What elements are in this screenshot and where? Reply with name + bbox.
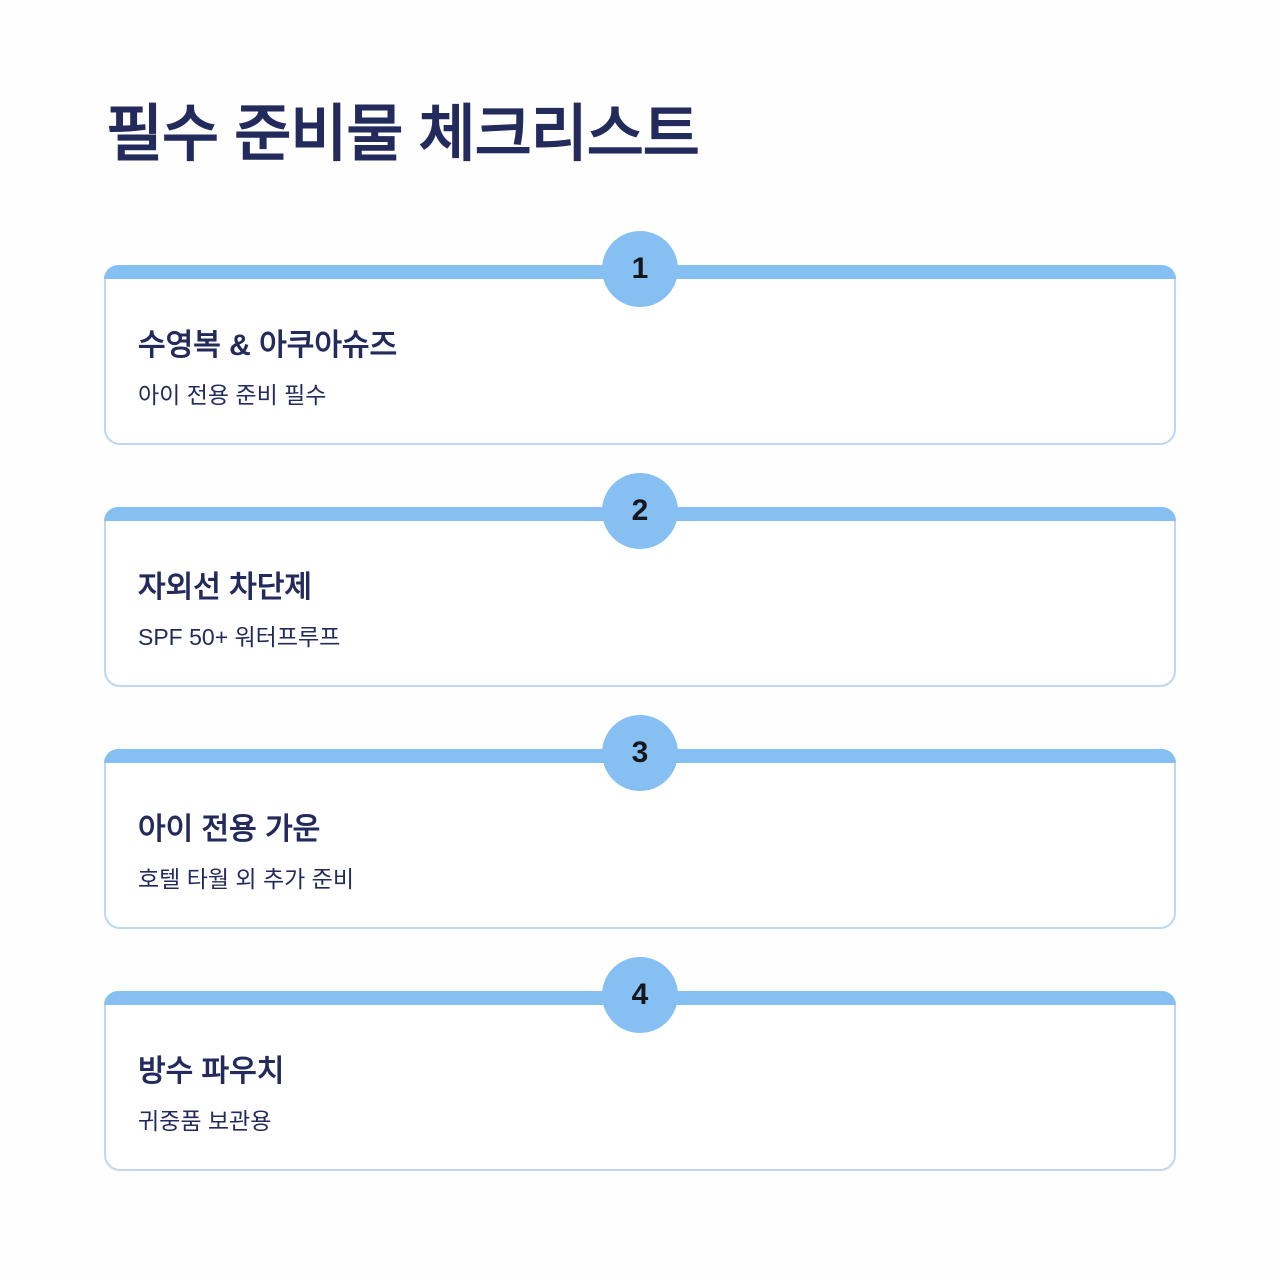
card-content: 수영복 & 아쿠아슈즈 아이 전용 준비 필수 bbox=[106, 267, 1174, 409]
card-content: 자외선 차단제 SPF 50+ 워터프루프 bbox=[106, 509, 1174, 651]
checklist-card-4: 4 방수 파우치 귀중품 보관용 bbox=[104, 957, 1176, 1171]
card-title: 자외선 차단제 bbox=[138, 571, 312, 604]
step-number-badge: 4 bbox=[602, 957, 678, 1033]
card-title: 방수 파우치 bbox=[138, 1055, 285, 1088]
step-number-badge: 2 bbox=[602, 473, 678, 549]
card-subtitle: 귀중품 보관용 bbox=[138, 1107, 272, 1134]
step-number-badge: 3 bbox=[602, 715, 678, 791]
card-subtitle: SPF 50+ 워터프루프 bbox=[138, 623, 341, 650]
step-number-badge: 1 bbox=[602, 231, 678, 307]
card-title: 아이 전용 가운 bbox=[138, 813, 321, 846]
card-title: 수영복 & 아쿠아슈즈 bbox=[138, 329, 398, 362]
checklist-cards: 1 수영복 & 아쿠아슈즈 아이 전용 준비 필수 2 자외선 차단제 SPF … bbox=[104, 231, 1176, 1233]
page-title: 필수 준비물 체크리스트 bbox=[106, 100, 700, 169]
card-content: 방수 파우치 귀중품 보관용 bbox=[106, 993, 1174, 1135]
checklist-card-2: 2 자외선 차단제 SPF 50+ 워터프루프 bbox=[104, 473, 1176, 687]
card-subtitle: 호텔 타월 외 추가 준비 bbox=[138, 865, 355, 892]
card-subtitle: 아이 전용 준비 필수 bbox=[138, 381, 327, 408]
card-content: 아이 전용 가운 호텔 타월 외 추가 준비 bbox=[106, 751, 1174, 893]
checklist-card-3: 3 아이 전용 가운 호텔 타월 외 추가 준비 bbox=[104, 715, 1176, 929]
checklist-card-1: 1 수영복 & 아쿠아슈즈 아이 전용 준비 필수 bbox=[104, 231, 1176, 445]
